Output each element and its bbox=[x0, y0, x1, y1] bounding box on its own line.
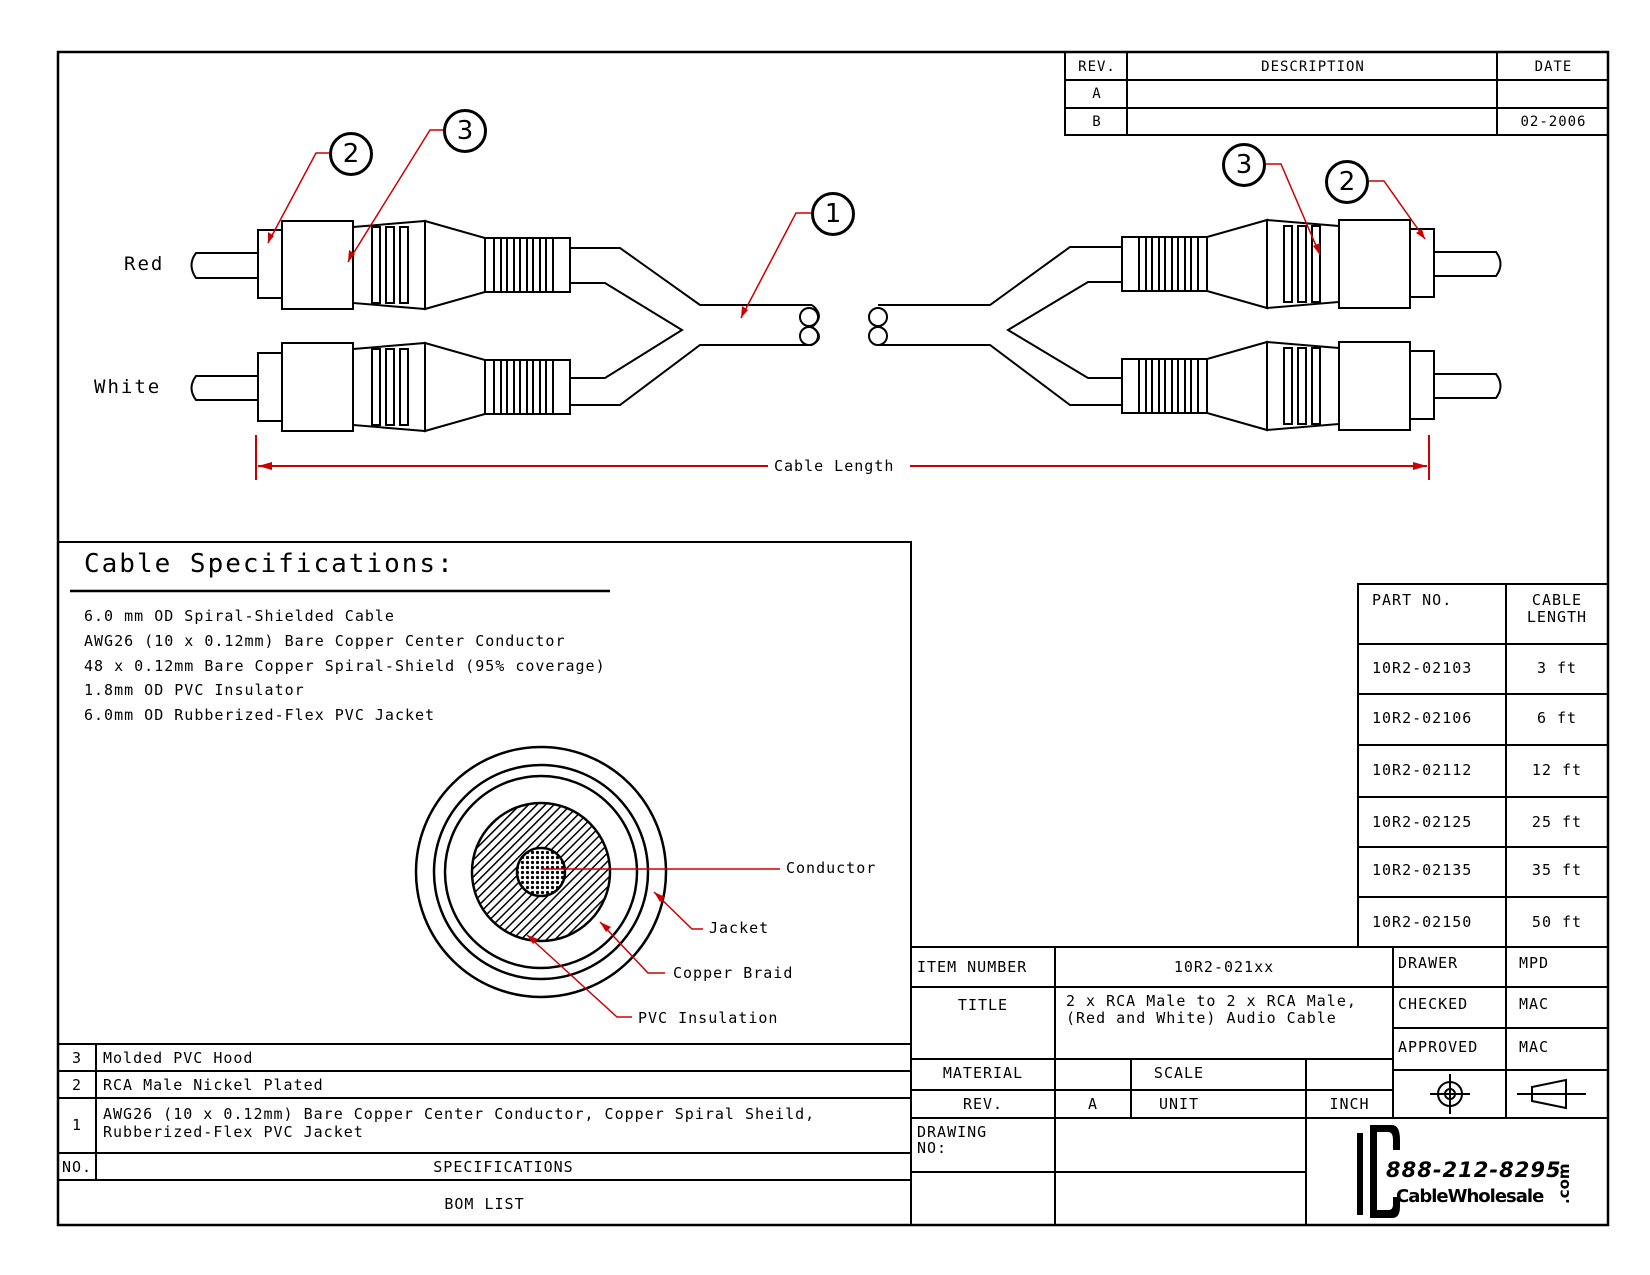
label-conductor: Conductor bbox=[786, 859, 877, 877]
drawing-no-label: DRAWING bbox=[917, 1123, 988, 1141]
bom-row-spec: Molded PVC Hood bbox=[103, 1049, 254, 1067]
bom-header-spec: SPECIFICATIONS bbox=[433, 1158, 574, 1176]
item-number-label: ITEM NUMBER bbox=[917, 958, 1028, 976]
part-length: 6 ft bbox=[1536, 709, 1578, 727]
part-number: 10R2-02135 bbox=[1372, 861, 1473, 879]
unit-value: INCH bbox=[1329, 1095, 1370, 1113]
length-header-1: CABLE bbox=[1531, 591, 1583, 609]
title-value-line2: (Red and White) Audio Cable bbox=[1066, 1009, 1337, 1027]
part-length: 12 ft bbox=[1531, 761, 1583, 779]
cross-section-arrowheads bbox=[527, 892, 665, 944]
cross-section-leaders bbox=[526, 868, 780, 1018]
title-label: TITLE bbox=[957, 996, 1009, 1014]
logo-brand: CableWholesale bbox=[1396, 1186, 1544, 1207]
callout-arrowheads bbox=[268, 229, 1425, 318]
target-icon bbox=[1430, 1074, 1470, 1114]
label-red: Red bbox=[124, 253, 165, 275]
part-number: 10R2-02125 bbox=[1372, 813, 1473, 831]
bom-footer: BOM LIST bbox=[444, 1195, 525, 1213]
rev-row-b-date: 02-2006 bbox=[1520, 114, 1587, 130]
part-number: 10R2-02106 bbox=[1372, 709, 1473, 727]
bom-row-no: 3 bbox=[71, 1049, 83, 1067]
part-length: 35 ft bbox=[1531, 861, 1583, 879]
spec-line: 1.8mm OD PVC Insulator bbox=[84, 681, 305, 699]
callout-2-right: 2 bbox=[1325, 160, 1369, 204]
scale-label: SCALE bbox=[1153, 1064, 1205, 1082]
part-number: 10R2-02112 bbox=[1372, 761, 1473, 779]
title-block-lines bbox=[910, 946, 1609, 1226]
spec-line: 6.0mm OD Rubberized-Flex PVC Jacket bbox=[84, 706, 436, 724]
bom-row-no: 2 bbox=[71, 1076, 83, 1094]
callout-3-left: 3 bbox=[443, 109, 487, 153]
length-header-2: LENGTH bbox=[1526, 608, 1588, 626]
rev-header: REV. bbox=[1078, 59, 1116, 75]
revision-block-lines bbox=[1064, 51, 1609, 136]
drawer-label: DRAWER bbox=[1398, 954, 1459, 972]
left-connector-red bbox=[190, 219, 571, 311]
spec-line: AWG26 (10 x 0.12mm) Bare Copper Center C… bbox=[84, 632, 566, 650]
title-value-line1: 2 x RCA Male to 2 x RCA Male, bbox=[1066, 992, 1357, 1010]
item-number-value: 10R2-021xx bbox=[1173, 958, 1275, 976]
part-length: 50 ft bbox=[1531, 913, 1583, 931]
bom-row-spec: Rubberized-Flex PVC Jacket bbox=[103, 1123, 364, 1141]
bom-header-no: NO. bbox=[61, 1158, 93, 1176]
rev-label: REV. bbox=[962, 1095, 1004, 1113]
right-connector-bottom bbox=[1121, 340, 1502, 432]
callout-2-left: 2 bbox=[329, 132, 373, 176]
callout-leaders bbox=[267, 129, 1426, 319]
rev-row-b: B bbox=[1092, 114, 1102, 130]
logo-phone: 888-212-8295 bbox=[1386, 1158, 1562, 1182]
material-label: MATERIAL bbox=[942, 1064, 1024, 1082]
approved-label: APPROVED bbox=[1398, 1038, 1479, 1056]
checked-value: MAC bbox=[1519, 995, 1550, 1013]
cable-length-dimension bbox=[255, 435, 1430, 480]
spec-line: 48 x 0.12mm Bare Copper Spiral-Shield (9… bbox=[84, 657, 606, 675]
left-cable-split bbox=[570, 247, 820, 406]
label-white: White bbox=[94, 376, 162, 398]
label-copper-braid: Copper Braid bbox=[673, 964, 794, 982]
drawer-value: MPD bbox=[1519, 954, 1550, 972]
checked-label: CHECKED bbox=[1398, 995, 1469, 1013]
callout-1: 1 bbox=[811, 192, 855, 236]
cable-length-label: Cable Length bbox=[774, 457, 895, 475]
part-length: 3 ft bbox=[1536, 659, 1578, 677]
callout-3-right: 3 bbox=[1222, 143, 1266, 187]
spec-title: Cable Specifications: bbox=[84, 549, 455, 579]
part-number: 10R2-02103 bbox=[1372, 659, 1473, 677]
bom-row-no: 1 bbox=[71, 1116, 83, 1134]
right-cable-split bbox=[868, 246, 1122, 406]
date-header: DATE bbox=[1534, 59, 1573, 75]
cross-section bbox=[414, 745, 668, 999]
description-header: DESCRIPTION bbox=[1261, 59, 1365, 75]
part-number: 10R2-02150 bbox=[1372, 913, 1473, 931]
rev-value: A bbox=[1087, 1095, 1099, 1113]
left-connector-white bbox=[190, 341, 571, 433]
part-header: PART NO. bbox=[1372, 591, 1453, 609]
cone-icon bbox=[1517, 1078, 1586, 1110]
rev-row-a: A bbox=[1092, 86, 1102, 102]
right-connector-top bbox=[1121, 218, 1502, 310]
bom-row-spec: RCA Male Nickel Plated bbox=[103, 1076, 324, 1094]
approved-value: MAC bbox=[1519, 1038, 1550, 1056]
part-length: 25 ft bbox=[1531, 813, 1583, 831]
spec-line: 6.0 mm OD Spiral-Shielded Cable bbox=[84, 607, 395, 625]
label-jacket: Jacket bbox=[709, 919, 770, 937]
logo-suffix: .com bbox=[1555, 1163, 1573, 1204]
unit-label: UNIT bbox=[1158, 1095, 1200, 1113]
label-pvc-insulation: PVC Insulation bbox=[638, 1009, 779, 1027]
bom-row-spec: AWG26 (10 x 0.12mm) Bare Copper Center C… bbox=[103, 1105, 816, 1123]
drawing-no-label: NO: bbox=[917, 1139, 948, 1157]
logo-mark bbox=[1357, 1125, 1400, 1218]
